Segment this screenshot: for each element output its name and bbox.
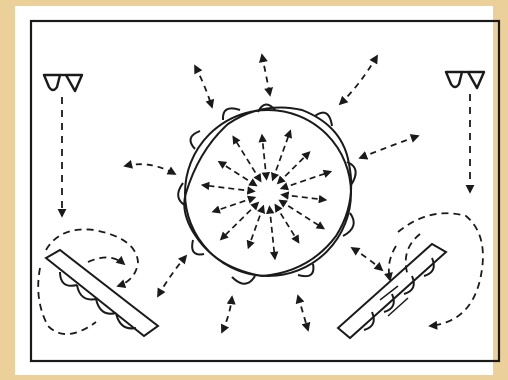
radial-arrow xyxy=(248,206,263,247)
radial-arrow xyxy=(275,205,298,242)
outer-arrow-top xyxy=(262,55,270,95)
outer-arrows xyxy=(125,55,418,332)
radial-arrow xyxy=(278,152,309,183)
radial-arrow xyxy=(270,207,275,259)
right-eye-icon xyxy=(446,72,484,88)
left-dish xyxy=(46,250,158,336)
radial-arrow xyxy=(280,201,324,229)
central-rosette xyxy=(178,104,355,283)
outer-arrow-lower-right xyxy=(352,248,382,270)
radial-arrow xyxy=(213,198,255,212)
outer-arrow-bottom xyxy=(298,296,308,330)
right-dish xyxy=(338,244,446,338)
outer-arrow-left xyxy=(125,164,175,174)
outer-arrow-top-right xyxy=(340,56,377,104)
radial-arrow xyxy=(203,185,255,191)
radial-arrows xyxy=(203,131,331,259)
radial-arrow xyxy=(281,172,330,189)
left-eye-icon xyxy=(44,75,82,91)
radial-arrow xyxy=(262,135,267,179)
radial-arrow xyxy=(282,195,326,200)
outer-arrow-right xyxy=(360,136,418,158)
outer-arrow-lower-left xyxy=(158,256,186,296)
outer-arrow-bottom-left xyxy=(222,297,232,332)
radial-arrow xyxy=(221,203,258,240)
radial-arrow xyxy=(219,162,256,186)
outer-arrow-top-left xyxy=(195,66,212,107)
radial-arrow xyxy=(273,131,291,180)
